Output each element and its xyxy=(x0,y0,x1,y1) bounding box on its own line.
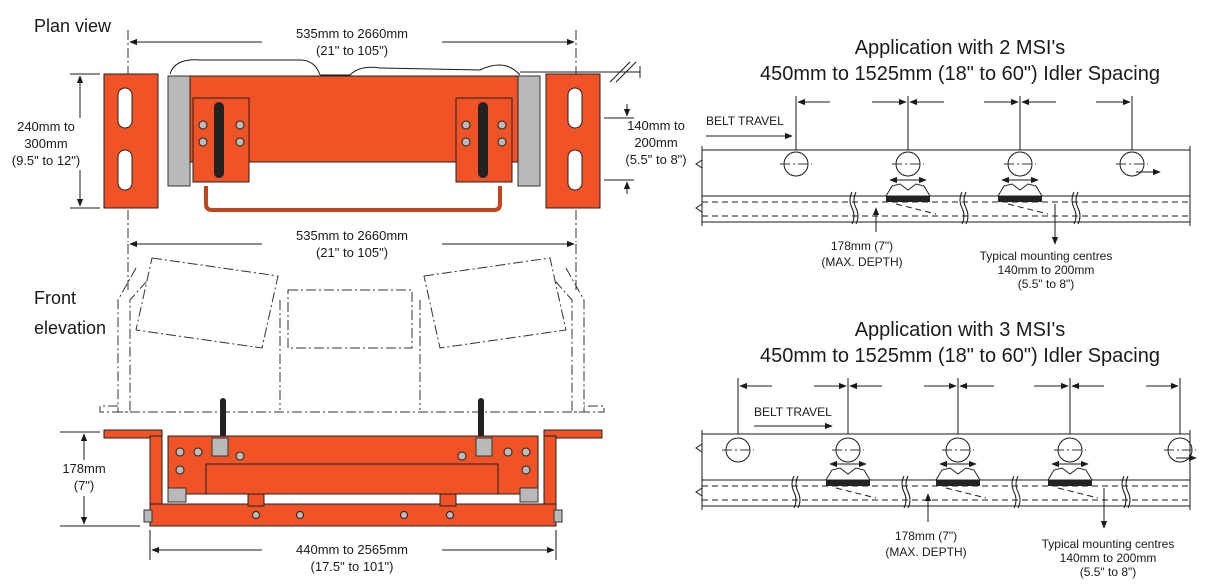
front-base-channel xyxy=(149,503,557,527)
application-3-msi: Application with 3 MSI's 450mm to 1525mm… xyxy=(695,319,1197,579)
app2-mounting-range-inch: (5.5" to 8") xyxy=(1018,277,1075,291)
app3-msi-unit xyxy=(1047,460,1099,499)
app2-mounting-label: Typical mounting centres xyxy=(980,249,1113,263)
plan-width-label-inch: (21" to 105") xyxy=(316,43,388,58)
plan-height-label: 240mm to xyxy=(17,119,75,134)
app3-idler xyxy=(1164,437,1197,463)
app2-belt-travel-label: BELT TRAVEL xyxy=(706,114,784,128)
app2-msi-unit xyxy=(885,176,937,215)
app2-msi-unit xyxy=(997,176,1049,215)
app3-spacing-title: 450mm to 1525mm (18" to 60") Idler Spaci… xyxy=(760,345,1160,367)
app3-idler xyxy=(1054,437,1086,463)
app3-idler xyxy=(832,437,864,463)
app3-idler xyxy=(722,437,754,481)
app3-mounting-label: Typical mounting centres xyxy=(1042,537,1175,551)
app2-depth-sub-label: (MAX. DEPTH) xyxy=(821,255,902,269)
app3-belt-travel-label: BELT TRAVEL xyxy=(754,405,832,419)
app2-idler xyxy=(1004,151,1036,177)
front-depth-label-inch: (7") xyxy=(74,478,95,493)
app3-mounting-range-inch: (5.5" to 8") xyxy=(1080,565,1137,579)
plan-view-title: Plan view xyxy=(34,16,112,36)
app3-title: Application with 3 MSI's xyxy=(855,319,1066,341)
app2-mounting-range: 140mm to 200mm xyxy=(998,263,1095,277)
front-elevation-title-2: elevation xyxy=(34,318,106,338)
app2-idler xyxy=(1116,151,1161,177)
plan-height-label-2: 300mm xyxy=(24,136,67,151)
app2-idler xyxy=(780,151,812,197)
plan-width-label: 535mm to 2660mm xyxy=(296,26,408,41)
front-bottom-label-inch: (17.5" to 101") xyxy=(311,559,394,574)
front-right-idler-roll xyxy=(423,257,567,349)
app3-depth-label: 178mm (7") xyxy=(895,529,957,543)
plan-mount-label: 140mm to xyxy=(627,118,685,133)
front-depth-label: 178mm xyxy=(62,461,105,476)
front-elevation-title: Front xyxy=(34,288,76,308)
app3-depth-sub-label: (MAX. DEPTH) xyxy=(885,545,966,559)
plan-height-label-inch: (9.5" to 12") xyxy=(12,153,81,168)
front-left-idler-roll xyxy=(135,257,279,349)
plan-view: Plan view 535mm to 2660mm (21" to 105") xyxy=(0,16,687,242)
app2-idler xyxy=(892,151,924,177)
app2-depth-label: 178mm (7") xyxy=(831,239,893,253)
app3-msi-unit xyxy=(825,460,877,499)
front-center-idler-roll xyxy=(287,289,413,349)
app3-idler xyxy=(942,437,974,463)
app3-msi-unit xyxy=(935,460,987,499)
app2-title: Application with 2 MSI's xyxy=(855,37,1066,59)
app2-spacing-title: 450mm to 1525mm (18" to 60") Idler Spaci… xyxy=(760,63,1160,85)
front-bottom-label: 440mm to 2565mm xyxy=(296,542,408,557)
front-elevation: Front elevation 535mm to 2660mm (21" to … xyxy=(34,228,605,578)
application-2-msi: Application with 2 MSI's 450mm to 1525mm… xyxy=(695,37,1191,291)
front-width-label-inch: (21" to 105") xyxy=(316,245,388,260)
app3-mounting-range: 140mm to 200mm xyxy=(1060,551,1157,565)
front-width-label: 535mm to 2660mm xyxy=(296,228,408,243)
plan-mount-label-inch: (5.5" to 8") xyxy=(625,152,686,167)
plan-mount-label-2: 200mm xyxy=(634,135,677,150)
